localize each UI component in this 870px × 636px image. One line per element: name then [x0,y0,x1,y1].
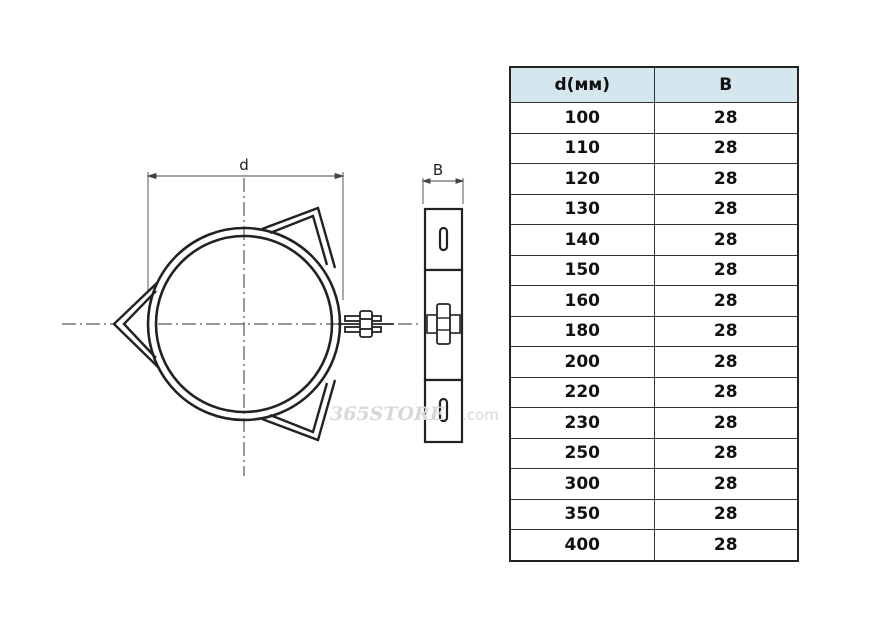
cell-diameter: 150 [509,254,655,286]
cell-b: 28 [653,254,799,286]
cell-diameter: 300 [509,468,655,500]
cell-b: 28 [653,193,799,225]
cell-diameter: 230 [509,407,655,439]
cell-b: 28 [653,407,799,439]
cell-diameter: 110 [509,132,655,164]
dimension-d-label: d [239,156,249,174]
cell-b: 28 [653,468,799,500]
cell-diameter: 100 [509,102,655,134]
side-bolt-nut [436,303,451,345]
cell-diameter: 180 [509,315,655,347]
side-view [423,207,464,444]
lug-left-inner [122,290,157,359]
cell-b: 28 [653,529,799,561]
dimension-b [421,178,465,204]
dimension-d [146,172,345,300]
cell-b: 28 [653,285,799,317]
bolt-nut [359,310,373,338]
slot-top [438,226,449,252]
cell-diameter: 220 [509,376,655,408]
cell-diameter: 200 [509,346,655,378]
cell-b: 28 [653,224,799,256]
arrow-left [146,172,157,180]
clamp-drawing: d B [62,156,500,476]
cell-diameter: 160 [509,285,655,317]
cell-diameter: 120 [509,163,655,195]
cell-b: 28 [653,346,799,378]
slot-bottom [438,397,449,423]
cell-b: 28 [653,315,799,347]
cell-b: 28 [653,132,799,164]
cell-diameter: 250 [509,437,655,469]
arrow-right [334,172,345,180]
column-header-diameter: d(мм) [509,66,655,103]
dimension-b-label: B [433,161,443,179]
cell-diameter: 140 [509,224,655,256]
cell-b: 28 [653,163,799,195]
lug-top-inner [269,214,329,266]
size-table-head: d(мм) B [509,66,799,103]
watermark-domain: .com.ua [462,406,500,424]
cell-b: 28 [653,376,799,408]
cell-diameter: 130 [509,193,655,225]
cell-b: 28 [653,498,799,530]
bolt [338,310,394,338]
bracket-lugs [112,206,337,442]
size-table-header-row: d(мм) B [509,66,799,103]
arrow-b-right [455,178,465,184]
arrow-b-left [421,178,431,184]
cell-diameter: 350 [509,498,655,530]
cell-b: 28 [653,102,799,134]
column-header-b: B [653,66,799,103]
lug-bottom-inner [269,382,329,434]
cell-b: 28 [653,437,799,469]
watermark: 365STORE .com.ua [330,403,500,425]
watermark-brand: 365STORE [330,403,445,425]
cell-diameter: 400 [509,529,655,561]
ring-inner [154,234,334,414]
